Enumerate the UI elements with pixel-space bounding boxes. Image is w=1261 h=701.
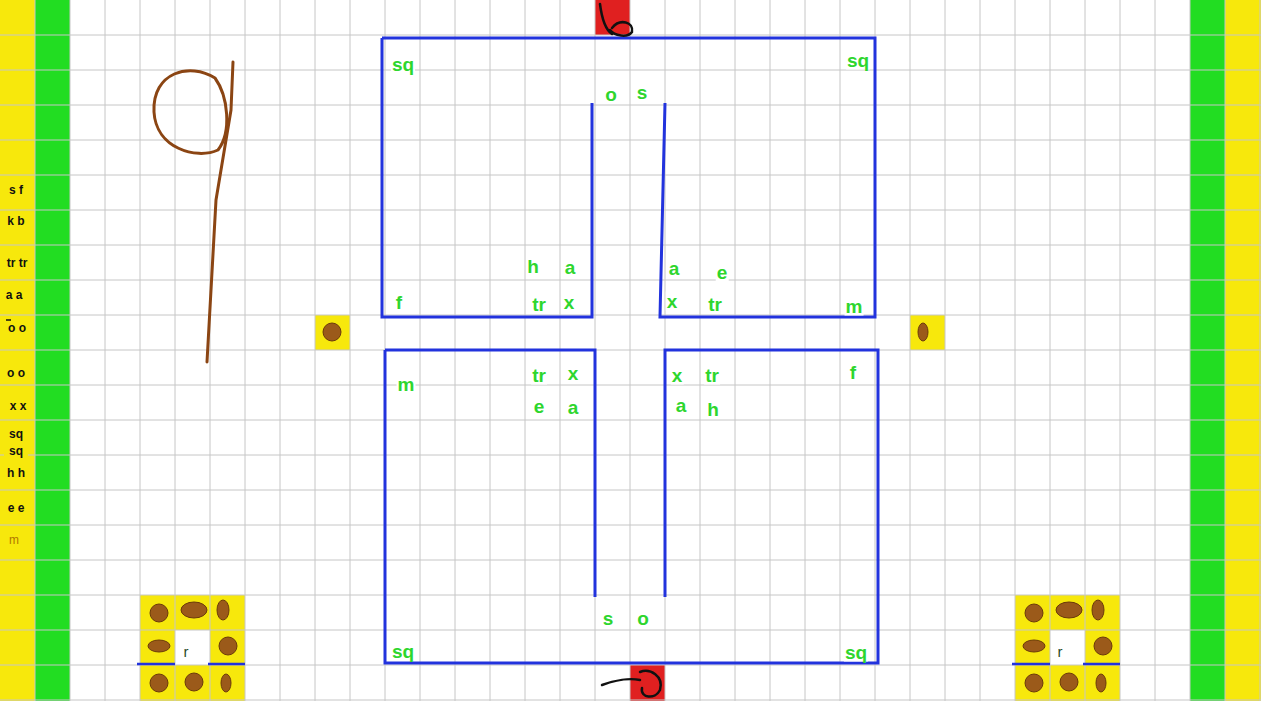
- legend-code: o o: [7, 322, 27, 334]
- position-letter: m: [397, 375, 416, 394]
- grid-line: [0, 490, 1261, 491]
- yellow-cell: [910, 315, 945, 350]
- position-letter: h: [526, 257, 540, 276]
- blue-outline: [385, 350, 595, 597]
- white-cell: [1050, 630, 1085, 665]
- position-letter: m: [845, 297, 864, 316]
- blue-outline: [137, 38, 1120, 664]
- position-letter: tr: [704, 366, 720, 385]
- grid-line: [0, 700, 1261, 701]
- cell-letter: r: [183, 644, 190, 659]
- position-letter: e: [533, 397, 546, 416]
- position-letter: tr: [531, 366, 547, 385]
- legend-code: s f: [8, 184, 24, 196]
- position-letter: f: [849, 363, 857, 382]
- blue-mark: [137, 663, 245, 666]
- legend-code: x x: [9, 400, 28, 412]
- position-letter: f: [395, 293, 403, 312]
- blue-outline: [382, 38, 875, 317]
- grid-line: [0, 525, 1261, 526]
- position-letter: s: [602, 609, 615, 628]
- grid-line: [0, 105, 1261, 106]
- legend-code: a a: [5, 289, 24, 301]
- position-letter: x: [563, 293, 576, 312]
- position-letter: a: [567, 398, 580, 417]
- position-letter: sq: [391, 642, 415, 661]
- legend-code: m: [8, 534, 20, 546]
- position-letter: o: [604, 85, 618, 104]
- dash-mark: [6, 319, 11, 321]
- white-cell: [175, 630, 210, 665]
- brown-stick: [154, 62, 233, 362]
- grid-line: [0, 175, 1261, 176]
- legend-code: e e: [7, 502, 26, 514]
- grid-line: [0, 595, 1261, 596]
- position-letter: a: [668, 259, 681, 278]
- yellow-block: [140, 595, 245, 701]
- position-letter: tr: [531, 295, 547, 314]
- position-letter: sq: [391, 55, 415, 74]
- grid-line: [0, 350, 1261, 351]
- grid-line: [0, 315, 1261, 316]
- position-letter: o: [636, 609, 650, 628]
- blue-outline: [385, 350, 878, 663]
- position-letter: tr: [707, 295, 723, 314]
- grid-line: [0, 385, 1261, 386]
- legend-code: o o: [6, 367, 26, 379]
- blue-outline: [382, 38, 592, 317]
- grid-line: [0, 420, 1261, 421]
- legend-code: h h: [6, 467, 26, 479]
- position-letter: a: [564, 258, 577, 277]
- grid-line: [0, 245, 1261, 246]
- grid-line: [0, 630, 1261, 631]
- grid-line: [0, 280, 1261, 281]
- legend-code: k b: [6, 215, 25, 227]
- grid-line: [0, 665, 1261, 666]
- blue-mark: [1012, 663, 1120, 666]
- position-letter: sq: [846, 51, 870, 70]
- cell-letter: r: [1057, 644, 1064, 659]
- position-letter: a: [675, 396, 688, 415]
- grid-line: [0, 560, 1261, 561]
- position-letter: s: [636, 83, 649, 102]
- yellow-cell: [315, 315, 350, 350]
- brown-pieces: [148, 323, 1112, 692]
- position-letter: h: [706, 400, 720, 419]
- position-letter: sq: [844, 643, 868, 662]
- legend-code: tr tr: [6, 257, 29, 269]
- position-letter: e: [716, 263, 729, 282]
- black-scribble: [600, 4, 661, 697]
- position-letter: x: [567, 364, 580, 383]
- yellow-block: [1015, 595, 1120, 701]
- grid-line: [0, 140, 1261, 141]
- grid-line: [0, 210, 1261, 211]
- position-letter: x: [666, 292, 679, 311]
- grid-line: [0, 455, 1261, 456]
- position-letter: x: [671, 366, 684, 385]
- legend-code: sq sq: [4, 426, 28, 460]
